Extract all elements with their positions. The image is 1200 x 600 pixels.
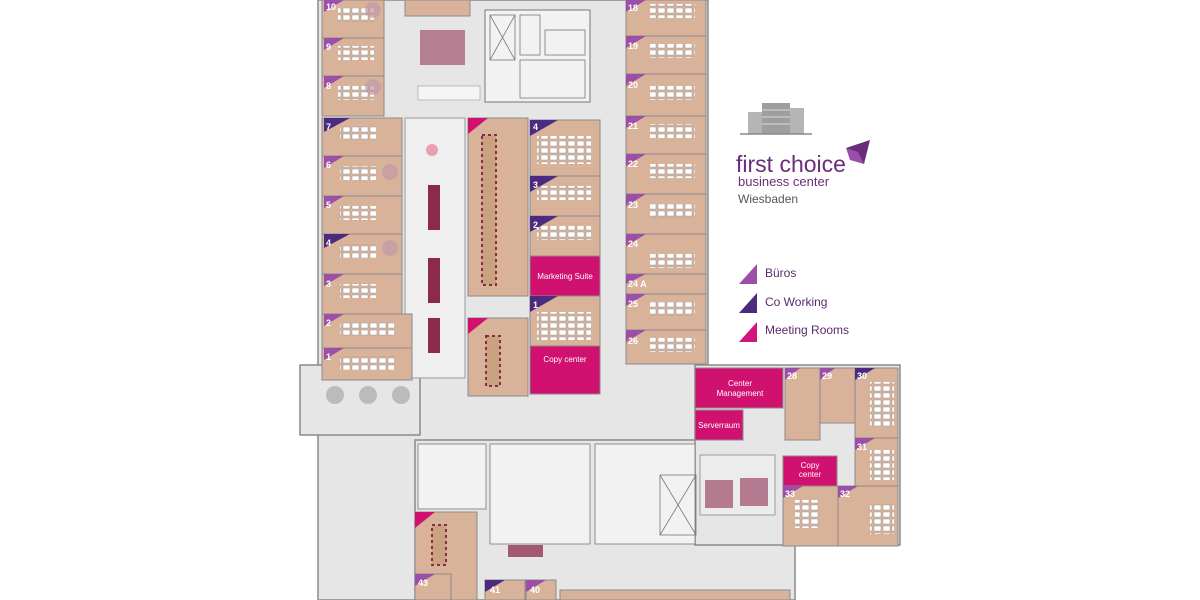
stair-core-top <box>484 9 591 103</box>
room-label-1: 1 <box>326 352 331 362</box>
copy-center-2-label-2: center <box>799 470 822 479</box>
room-label-40: 40 <box>530 585 540 595</box>
room-label-31: 31 <box>857 442 867 452</box>
room-label-43: 43 <box>418 578 428 588</box>
room-label-4: 4 <box>326 238 331 248</box>
room-label-7: 7 <box>326 122 331 132</box>
stair-core-south <box>417 443 776 545</box>
room-label-24a: 24 A <box>628 279 647 289</box>
room-label-20: 20 <box>628 80 638 90</box>
east-wing-offices <box>782 367 899 547</box>
room-label-41: 41 <box>490 585 500 595</box>
room-label-28: 28 <box>787 371 797 381</box>
room-label-inner-1: 1 <box>533 300 538 310</box>
room-label-6: 6 <box>326 160 331 170</box>
conference-rooms <box>414 117 529 600</box>
room-label-19: 19 <box>628 41 638 51</box>
room-label-22: 22 <box>628 159 638 169</box>
serverraum-label: Serverraum <box>698 421 740 430</box>
legend-label-bueros: Büros <box>765 266 796 280</box>
legend-swatch-bueros <box>739 264 757 284</box>
legend-label-coworking: Co Working <box>765 295 827 309</box>
room-label-30: 30 <box>857 371 867 381</box>
legend-label-meeting: Meeting Rooms <box>765 323 849 337</box>
service-rooms <box>529 255 838 487</box>
room-number-labels: 10 9 8 7 6 5 4 3 2 1 18 19 20 21 22 23 2… <box>326 2 867 595</box>
copy-center-label: Copy center <box>543 355 586 364</box>
room-label-24: 24 <box>628 239 638 249</box>
legend-swatch-meeting <box>739 322 757 342</box>
room-label-32: 32 <box>840 489 850 499</box>
room-label-33: 33 <box>785 489 795 499</box>
center-management-label-1: Center <box>728 379 752 388</box>
room-label-3: 3 <box>326 279 331 289</box>
room-label-23: 23 <box>628 200 638 210</box>
room-label-9: 9 <box>326 42 331 52</box>
inner-coworking-column <box>529 119 601 347</box>
legend: Büros Co Working Meeting Rooms <box>739 264 849 342</box>
lounge-top <box>404 0 481 101</box>
marketing-suite-label: Marketing Suite <box>537 272 593 281</box>
room-label-inner-2: 2 <box>533 220 538 230</box>
brand-tagline: business center <box>738 174 830 189</box>
room-label-inner-3: 3 <box>533 180 538 190</box>
service-room-labels: Marketing Suite Copy center Center Manag… <box>537 272 821 479</box>
legend-swatch-coworking <box>739 293 757 313</box>
brand-city: Wiesbaden <box>738 192 798 206</box>
building-illustration <box>740 103 812 135</box>
right-office-column <box>625 0 707 365</box>
room-label-18: 18 <box>628 3 638 13</box>
lounge-furniture <box>326 2 768 557</box>
room-label-10: 10 <box>326 2 336 12</box>
room-label-29: 29 <box>822 371 832 381</box>
room-label-5: 5 <box>326 200 331 210</box>
room-label-26: 26 <box>628 336 638 346</box>
room-label-21: 21 <box>628 121 638 131</box>
brand-name: first choice <box>736 151 846 177</box>
office-type-tags <box>324 0 875 592</box>
room-label-25: 25 <box>628 299 638 309</box>
center-management-label-2: Management <box>717 389 764 398</box>
room-label-8: 8 <box>326 81 331 91</box>
room-label-inner-4: 4 <box>533 122 538 132</box>
brand-logo: first choice business center Wiesbaden <box>736 103 870 206</box>
copy-center-2-label-1: Copy <box>801 461 820 470</box>
room-label-2: 2 <box>326 318 331 328</box>
